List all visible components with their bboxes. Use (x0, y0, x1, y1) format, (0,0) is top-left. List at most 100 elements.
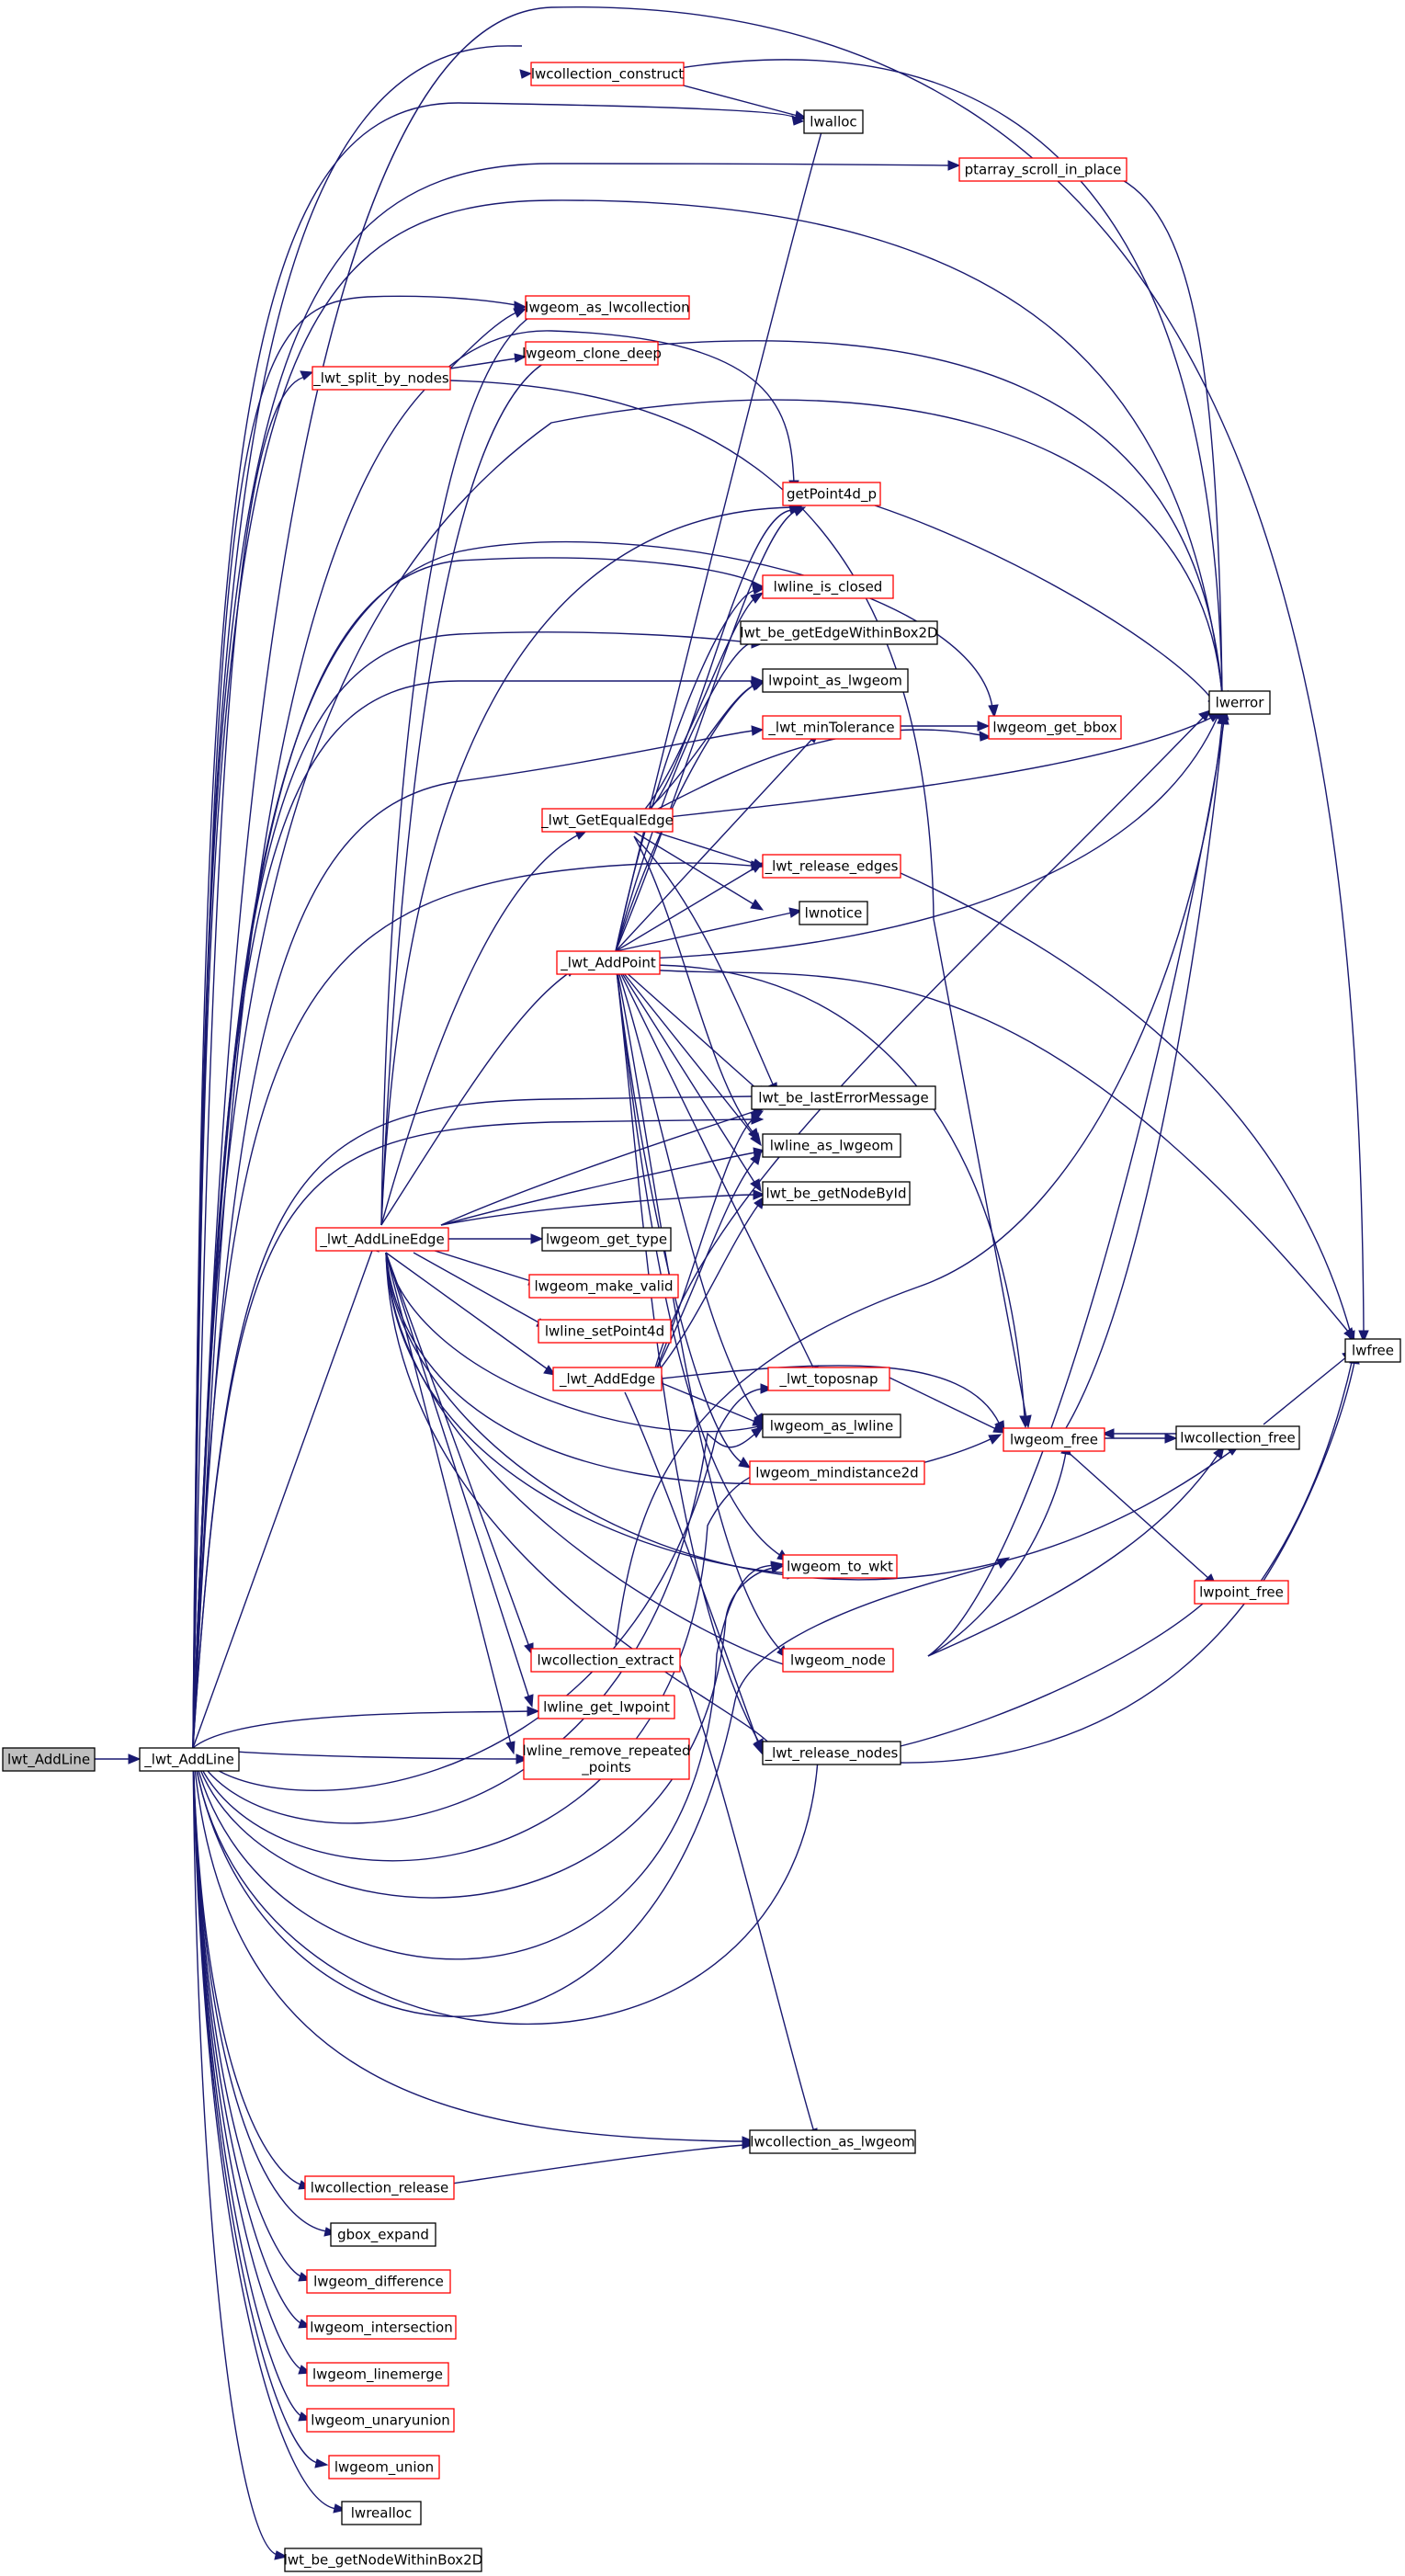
node-lwgeom-mindistance2d[interactable]: lwgeom_mindistance2d (749, 1460, 925, 1485)
edge (192, 6, 1369, 1749)
edge (192, 370, 314, 1749)
node-lwgeom-node[interactable]: lwgeom_node (782, 1648, 894, 1673)
node-label: lwcollection_free (1180, 1430, 1295, 1447)
node-label: lwt_be_getNodeWithinBox2D (284, 2552, 483, 2570)
node-label: lwt_be_getEdgeWithinBox2D (740, 625, 937, 642)
node-gbox-expand[interactable]: gbox_expand (330, 2222, 436, 2247)
edge (624, 1391, 763, 1755)
node-getPoint4d-p[interactable]: getPoint4d_p (782, 482, 881, 506)
node-lwrealloc[interactable]: lwrealloc (341, 2501, 422, 2525)
node-lwgeom-difference[interactable]: lwgeom_difference (306, 2269, 451, 2294)
node-box (799, 901, 868, 925)
node-label: gbox_expand (337, 2227, 429, 2244)
node-box (767, 1367, 890, 1391)
node-ptarray-scroll[interactable]: ptarray_scroll_in_place (958, 157, 1127, 182)
node-label: lwline_setPoint4d (545, 1323, 664, 1341)
node-lwcollection-as-lwgeom[interactable]: lwcollection_as_lwgeom (749, 2129, 916, 2154)
node-lwcollection-extract[interactable]: lwcollection_extract (530, 1648, 681, 1673)
node-lwt-AddLine2[interactable]: _lwt_AddLine (139, 1747, 240, 1772)
node-lwgeom-to-wkt[interactable]: lwgeom_to_wkt (782, 1554, 898, 1579)
node-lwgeom-get-type[interactable]: lwgeom_get_type (541, 1227, 672, 1252)
edge (633, 729, 992, 822)
node-lwline-setPoint4d[interactable]: lwline_setPoint4d (538, 1319, 672, 1344)
edge (192, 1747, 347, 2514)
edge (615, 862, 765, 952)
node-lwnotice[interactable]: lwnotice (799, 901, 868, 925)
node-lwgeom-get-bbox[interactable]: lwgeom_get_bbox (988, 715, 1122, 740)
node-lwt-GetEqualEdge[interactable]: _lwt_GetEqualEdge (540, 808, 674, 833)
node-box (530, 1648, 681, 1673)
node-lwgeom-linemerge[interactable]: lwgeom_linemerge (306, 2362, 449, 2387)
node-label: lwgeom_get_bbox (992, 720, 1116, 737)
node-lwt-be-getNodeWithinBox2D[interactable]: lwt_be_getNodeWithinBox2D (284, 2548, 483, 2572)
edge (385, 1252, 516, 1755)
node-lwpoint-free[interactable]: lwpoint_free (1194, 1580, 1289, 1605)
node-lwgeom-free[interactable]: lwgeom_free (1003, 1427, 1105, 1452)
edge (633, 711, 1222, 822)
node-lwt-AddPoint[interactable]: _lwt_AddPoint (556, 950, 661, 975)
node-label: lwrealloc (351, 2505, 412, 2522)
node-label: lwalloc (810, 114, 856, 131)
node-label: lwt_be_getNodeById (766, 1186, 907, 1203)
node-lwfree[interactable]: lwfree (1344, 1338, 1401, 1363)
node-box (2, 1747, 96, 1772)
node-label: lwt_be_lastErrorMessage (758, 1090, 928, 1107)
edge (192, 1706, 540, 1749)
edge (385, 1252, 534, 1708)
node-box (762, 1413, 901, 1438)
node-label: _lwt_AddLineEdge (319, 1231, 444, 1249)
node-lwt-split-by-nodes[interactable]: _lwt_split_by_nodes (312, 366, 451, 391)
node-lwt-AddLineEdge[interactable]: _lwt_AddLineEdge (315, 1227, 449, 1252)
edge (901, 721, 991, 732)
node-label: ptarray_scroll_in_place (965, 162, 1122, 179)
node-lwline-as-lwgeom[interactable]: lwline_as_lwgeom (762, 1133, 901, 1158)
node-lwt-be-lastErrorMessage[interactable]: lwt_be_lastErrorMessage (751, 1085, 936, 1110)
node-lwgeom-as-lwline[interactable]: lwgeom_as_lwline (762, 1413, 901, 1438)
edge (652, 709, 1211, 1379)
node-label: lwgeom_clone_deep (522, 346, 662, 363)
node-label: _lwt_GetEqualEdge (540, 812, 674, 830)
node-box (782, 1648, 894, 1673)
node-lwgeom-clone-deep[interactable]: lwgeom_clone_deep (522, 341, 662, 366)
node-box (762, 1133, 901, 1158)
edge (192, 1747, 329, 2468)
node-lwgeom-make-valid[interactable]: lwgeom_make_valid (528, 1274, 679, 1299)
node-lwt-minTolerance[interactable]: _lwt_minTolerance (762, 715, 901, 740)
node-label: _points (581, 1759, 631, 1776)
node-box (782, 1554, 898, 1579)
node-lwline-get-lwpoint[interactable]: lwline_get_lwpoint (538, 1695, 675, 1719)
edge (927, 1441, 1071, 1657)
node-lwpoint-as-lwgeom[interactable]: lwpoint_as_lwgeom (762, 668, 909, 693)
node-lwgeom-intersection[interactable]: lwgeom_intersection (306, 2315, 457, 2340)
node-lwerror[interactable]: lwerror (1208, 690, 1271, 715)
node-lwalloc[interactable]: lwalloc (803, 109, 864, 134)
node-lwline-is-closed[interactable]: lwline_is_closed (762, 574, 894, 599)
node-lwt-be-getNodeById[interactable]: lwt_be_getNodeById (762, 1181, 911, 1206)
edge (431, 1249, 542, 1286)
node-lwgeom-as-lwcollection[interactable]: lwgeom_as_lwcollection (525, 295, 690, 320)
node-lwt-release-edges[interactable]: _lwt_release_edges (762, 854, 901, 879)
node-lwcollection-release[interactable]: lwcollection_release (304, 2175, 455, 2200)
node-label: lwgeom_as_lwcollection (525, 300, 689, 317)
nodes: lwt_AddLine_lwt_AddLinelwcollection_cons… (2, 62, 1401, 2572)
edge (192, 199, 1229, 1749)
node-label: lwnotice (805, 905, 863, 922)
node-lwgeom-unaryunion[interactable]: lwgeom_unaryunion (306, 2408, 455, 2433)
edge (615, 636, 766, 952)
node-box (762, 574, 894, 599)
node-label: lwgeom_intersection (310, 2320, 452, 2337)
node-lwt-be-getEdgeWithinBox2D[interactable]: lwt_be_getEdgeWithinBox2D (740, 620, 938, 645)
edge (440, 1189, 766, 1226)
node-lwt-AddEdge[interactable]: _lwt_AddEdge (552, 1367, 663, 1391)
node-lwgeom-union[interactable]: lwgeom_union (328, 2455, 440, 2480)
edge (192, 45, 533, 1749)
node-label: lwerror (1216, 695, 1265, 711)
node-label: lwcollection_as_lwgeom (750, 2134, 914, 2151)
edge (661, 1382, 765, 1426)
node-lwline-remove-repeated-points[interactable]: lwline_remove_repeated_points (522, 1738, 691, 1780)
edge (192, 102, 805, 1749)
node-lwt-release-nodes[interactable]: _lwt_release_nodes (762, 1741, 901, 1765)
node-lwt-toposnap[interactable]: _lwt_toposnap (767, 1367, 890, 1391)
node-lwcollection-free[interactable]: lwcollection_free (1175, 1425, 1300, 1450)
node-lwcollection-construct[interactable]: lwcollection_construct (530, 62, 685, 86)
